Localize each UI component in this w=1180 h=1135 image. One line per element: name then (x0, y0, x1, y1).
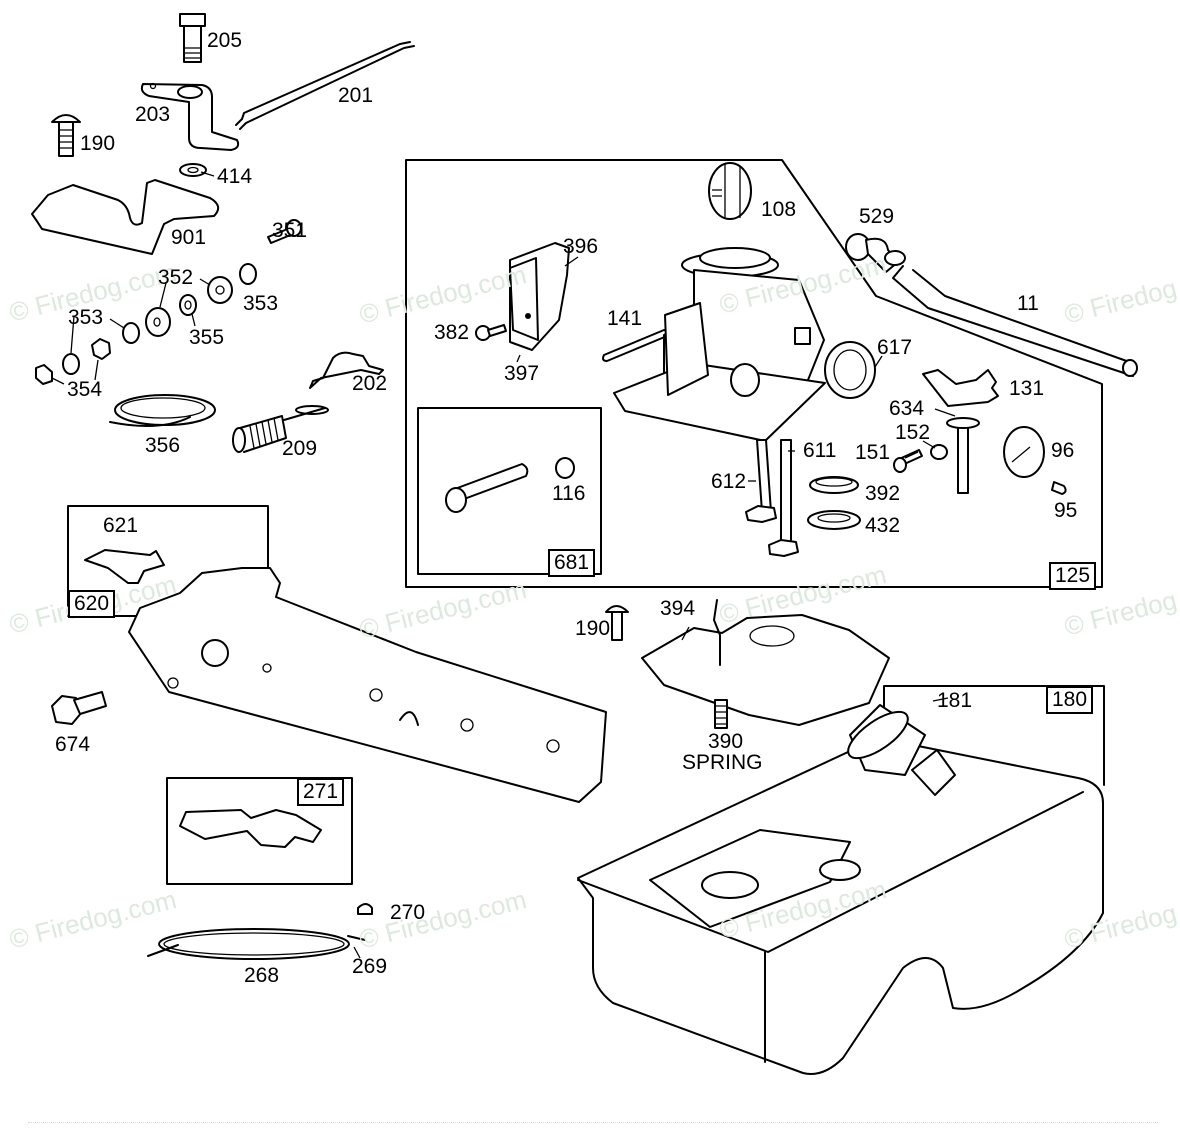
callout-96[interactable]: 96 (1051, 439, 1075, 462)
part-203-lever (142, 84, 238, 151)
group-271-box (167, 778, 352, 884)
callout-201[interactable]: 201 (338, 84, 374, 107)
part-209-spring (233, 406, 328, 452)
part-353-washer-b (123, 323, 139, 343)
part-108-plate (709, 163, 751, 219)
group-681-box (418, 408, 601, 574)
part-351-screw (268, 220, 301, 243)
kit-label-681[interactable]: 681 (548, 549, 596, 577)
callout-612[interactable]: 612 (711, 470, 747, 493)
group-125-outline (406, 160, 1102, 587)
callout-209[interactable]: 209 (282, 437, 318, 460)
callout-356[interactable]: 356 (145, 434, 181, 457)
part-621-clip (85, 550, 164, 583)
callout-390[interactable]: 390 (708, 730, 744, 753)
callout-432[interactable]: 432 (865, 514, 901, 537)
callout-901[interactable]: 901 (171, 226, 207, 249)
callout-634[interactable]: 634 (889, 397, 925, 420)
callout-611[interactable]: 611 (803, 439, 837, 462)
part-392-ring (810, 477, 858, 493)
callout-151[interactable]: 151 (855, 441, 891, 464)
part-352-bushing-b (146, 308, 170, 336)
callout-353[interactable]: 353 (68, 306, 104, 329)
part-131-634-lever (923, 370, 998, 493)
part-396-397-bracket (510, 243, 569, 350)
part-354-nut-b (36, 365, 52, 384)
callout-352[interactable]: 352 (158, 266, 194, 289)
callout-392[interactable]: 392 (865, 482, 901, 505)
part-353-washer-a (240, 264, 256, 284)
callout-353[interactable]: 353 (243, 292, 279, 315)
part-674-bolt (52, 692, 106, 724)
part-270-nut (358, 904, 372, 914)
callout-11[interactable]: 11 (1017, 292, 1039, 315)
callout-131[interactable]: 131 (1009, 377, 1045, 400)
kit-label-620[interactable]: 620 (68, 590, 116, 618)
callout-141[interactable]: 141 (607, 307, 643, 330)
callout-269[interactable]: 269 (352, 955, 388, 978)
callout-355[interactable]: 355 (189, 326, 225, 349)
part-268-cable (148, 929, 365, 959)
callout-617[interactable]: 617 (877, 336, 913, 359)
callout-268[interactable]: 268 (244, 964, 280, 987)
callout-354[interactable]: 354 (67, 378, 103, 401)
callout-181[interactable]: 181 (937, 689, 973, 712)
callout-270[interactable]: 270 (390, 901, 426, 924)
callout-397[interactable]: 397 (504, 362, 540, 385)
callout-190[interactable]: 190 (80, 132, 116, 155)
part-611-612-bolts (746, 440, 798, 556)
callout-382[interactable]: 382 (434, 321, 470, 344)
callout-202[interactable]: 202 (352, 372, 388, 395)
part-180-fuel-tank (578, 738, 1103, 1074)
callout-203[interactable]: 203 (135, 103, 171, 126)
part-390-spring (715, 700, 727, 728)
callout-351[interactable]: 351 (272, 219, 308, 242)
callout-152[interactable]: 152 (895, 421, 931, 444)
part-414-washer (180, 164, 206, 176)
kit-label-271[interactable]: 271 (297, 778, 345, 806)
part-11-fuel-line (893, 266, 1137, 376)
part-95-screw (1052, 482, 1066, 494)
callout-394[interactable]: 394 (660, 597, 696, 620)
callout-396[interactable]: 396 (563, 235, 599, 258)
part-529-elbow (846, 234, 905, 272)
part-152-spring (931, 445, 947, 459)
part-353-washer-c (63, 354, 79, 374)
part-190-screw-lower (606, 606, 628, 640)
callout-621[interactable]: 621 (103, 514, 139, 537)
part-190-screw-top (52, 115, 80, 156)
callout-414[interactable]: 414 (217, 165, 253, 188)
part-354-nut-a (92, 339, 110, 359)
kit-label-180[interactable]: 180 (1046, 686, 1094, 714)
callout-390-spring[interactable]: SPRING (682, 751, 763, 774)
bottom-divider (28, 1122, 1158, 1123)
part-control-bracket (129, 568, 606, 802)
part-352-bushing-a (208, 277, 232, 303)
part-382-screw (476, 325, 506, 340)
part-394-diaphragm (642, 600, 889, 725)
part-356-ring (110, 395, 215, 426)
part-205-bolt (180, 14, 205, 62)
part-681-needle-valve (446, 464, 527, 512)
callout-190[interactable]: 190 (575, 617, 611, 640)
part-116-o-ring (556, 458, 574, 478)
callout-116[interactable]: 116 (552, 482, 586, 505)
part-201-link-rod (236, 42, 414, 129)
callout-674[interactable]: 674 (55, 733, 91, 756)
part-181-fuel-cap (841, 703, 955, 795)
callout-95[interactable]: 95 (1054, 499, 1078, 522)
callout-529[interactable]: 529 (859, 205, 895, 228)
part-carburetor-body (614, 248, 875, 441)
callout-108[interactable]: 108 (761, 198, 797, 221)
part-271-lever (180, 810, 321, 847)
part-202-clip (310, 353, 383, 388)
callout-205[interactable]: 205 (207, 29, 243, 52)
part-901-bracket (32, 180, 218, 254)
part-355-washer (180, 295, 196, 315)
kit-label-125[interactable]: 125 (1049, 562, 1097, 590)
